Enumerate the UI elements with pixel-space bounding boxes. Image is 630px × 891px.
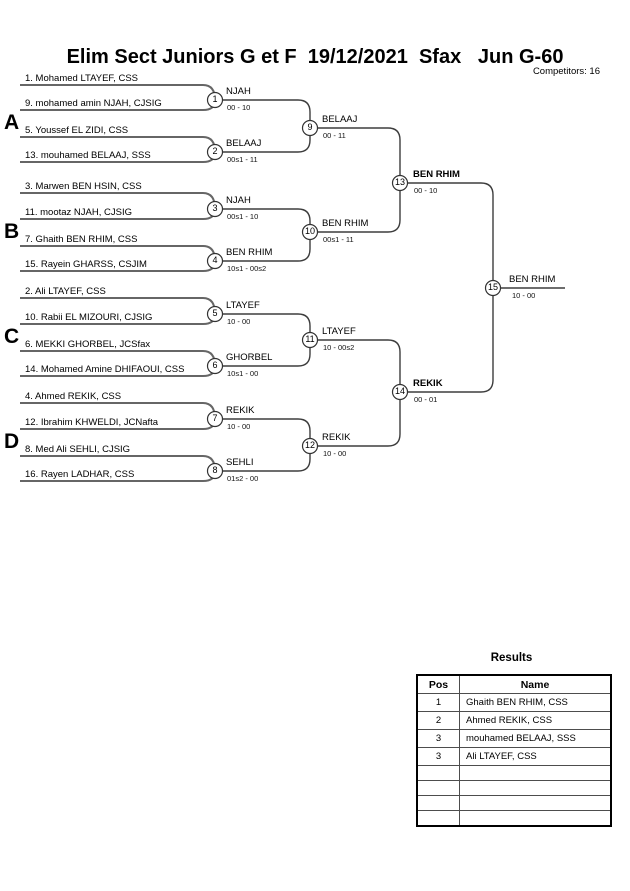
match-number: 1	[212, 94, 218, 104]
results-row	[416, 795, 612, 811]
match-number: 14	[394, 386, 405, 396]
match-number: 8	[212, 465, 218, 475]
match-score: 10s1 - 00	[227, 369, 259, 378]
competitor-name: 3. Marwen BEN HSIN, CSS	[25, 181, 142, 192]
match-number: 10	[304, 226, 315, 236]
match-score: 10 - 00	[323, 449, 347, 458]
results-title: Results	[490, 652, 533, 664]
match-score: 00 - 10	[227, 103, 251, 112]
match-score: 10s1 - 00s2	[227, 264, 267, 273]
winner-name: BEN RHIM	[322, 218, 369, 229]
match-score: 00s1 - 11	[227, 155, 258, 164]
match-score: 10 - 00	[227, 317, 251, 326]
competitor-name: 10. Rabii EL MIZOURI, CJSIG	[25, 312, 153, 323]
result-pos	[416, 765, 460, 781]
result-name	[459, 795, 612, 811]
winner-name: BEN RHIM	[509, 274, 556, 285]
result-name	[459, 765, 612, 781]
match-score: 00s1 - 11	[323, 235, 354, 244]
group-label-b: B	[4, 220, 20, 243]
result-name: Ahmed REKIK, CSS	[459, 711, 612, 730]
result-name	[459, 780, 612, 796]
competitor-name: 12. Ibrahim KHWELDI, JCNafta	[25, 417, 159, 428]
competitor-name: 15. Rayein GHARSS, CSJIM	[25, 259, 147, 270]
results-header-row: Pos Name	[416, 674, 612, 694]
results-row: 2 Ahmed REKIK, CSS	[416, 711, 612, 730]
winner-name: BEN RHIM	[226, 247, 273, 258]
page-title: Elim Sect Juniors G et F 19/12/2021 Sfax…	[66, 46, 564, 68]
results-row	[416, 765, 612, 781]
match-number: 6	[212, 360, 218, 370]
competitor-name: 1. Mohamed LTAYEF, CSS	[25, 73, 138, 84]
result-pos	[416, 810, 460, 827]
competitor-name: 13. mouhamed BELAAJ, SSS	[25, 150, 151, 161]
winner-name: LTAYEF	[322, 326, 356, 337]
match-number: 5	[212, 308, 218, 318]
match-number: 15	[487, 282, 498, 292]
winner-name: REKIK	[226, 405, 255, 416]
competitor-name: 8. Med Ali SEHLI, CJSIG	[25, 444, 131, 455]
winner-name: NJAH	[226, 86, 251, 97]
result-pos: 1	[416, 693, 460, 712]
competitor-name: 11. mootaz NJAH, CJSIG	[25, 207, 132, 218]
winner-name: BELAAJ	[226, 138, 262, 149]
match-score: 10 - 00	[227, 422, 251, 431]
winner-name: BEN RHIM	[413, 169, 460, 180]
results-row: 3 mouhamed BELAAJ, SSS	[416, 729, 612, 748]
competitor-name: 14. Mohamed Amine DHIFAOUI, CSS	[25, 364, 185, 375]
result-name: mouhamed BELAAJ, SSS	[459, 729, 612, 748]
match-number: 9	[307, 122, 313, 132]
results-row: 3 Ali LTAYEF, CSS	[416, 747, 612, 766]
competitor-name: 6. MEKKI GHORBEL, JCSfax	[25, 339, 151, 350]
competitor-name: 9. mohamed amin NJAH, CJSIG	[25, 98, 162, 109]
match-number: 3	[212, 203, 218, 213]
match-score: 00 - 11	[323, 131, 346, 140]
match-score: 10 - 00	[512, 291, 536, 300]
results-row	[416, 780, 612, 796]
match-score: 00 - 01	[414, 395, 438, 404]
result-name: Ali LTAYEF, CSS	[459, 747, 612, 766]
competitors-count: Competitors: 16	[532, 66, 600, 77]
result-pos: 3	[416, 747, 460, 766]
group-label-c: C	[4, 325, 20, 348]
match-number: 7	[212, 413, 218, 423]
competitor-name: 16. Rayen LADHAR, CSS	[25, 469, 135, 480]
competitor-name: 7. Ghaith BEN RHIM, CSS	[25, 234, 138, 245]
match-score: 01s2 - 00	[227, 474, 259, 483]
results-col-name: Name	[459, 674, 612, 694]
match-number: 2	[212, 146, 218, 156]
winner-name: REKIK	[322, 432, 351, 443]
winner-name: GHORBEL	[226, 352, 273, 363]
group-label-a: A	[4, 111, 20, 134]
results-table: Pos Name 1 Ghaith BEN RHIM, CSS 2 Ahmed …	[416, 674, 612, 827]
result-name	[459, 810, 612, 827]
result-pos: 3	[416, 729, 460, 748]
match-score: 00 - 10	[414, 186, 438, 195]
match-number: 12	[304, 440, 315, 450]
match-number: 4	[212, 255, 218, 265]
match-number: 13	[394, 177, 405, 187]
winner-name: BELAAJ	[322, 114, 358, 125]
match-number: 11	[305, 334, 315, 344]
match-score: 10 - 00s2	[323, 343, 355, 352]
winner-name: SEHLI	[226, 457, 254, 468]
result-pos	[416, 795, 460, 811]
result-pos	[416, 780, 460, 796]
results-row	[416, 810, 612, 827]
group-label-d: D	[4, 430, 20, 453]
competitor-name: 2. Ali LTAYEF, CSS	[25, 286, 106, 297]
match-score: 00s1 - 10	[227, 212, 259, 221]
competitor-name: 5. Youssef EL ZIDI, CSS	[25, 125, 129, 136]
result-name: Ghaith BEN RHIM, CSS	[459, 693, 612, 712]
result-pos: 2	[416, 711, 460, 730]
winner-name: NJAH	[226, 195, 251, 206]
winner-name: LTAYEF	[226, 300, 260, 311]
competitor-name: 4. Ahmed REKIK, CSS	[25, 391, 122, 402]
winner-name: REKIK	[413, 378, 443, 389]
results-row: 1 Ghaith BEN RHIM, CSS	[416, 693, 612, 712]
results-col-pos: Pos	[416, 674, 460, 694]
